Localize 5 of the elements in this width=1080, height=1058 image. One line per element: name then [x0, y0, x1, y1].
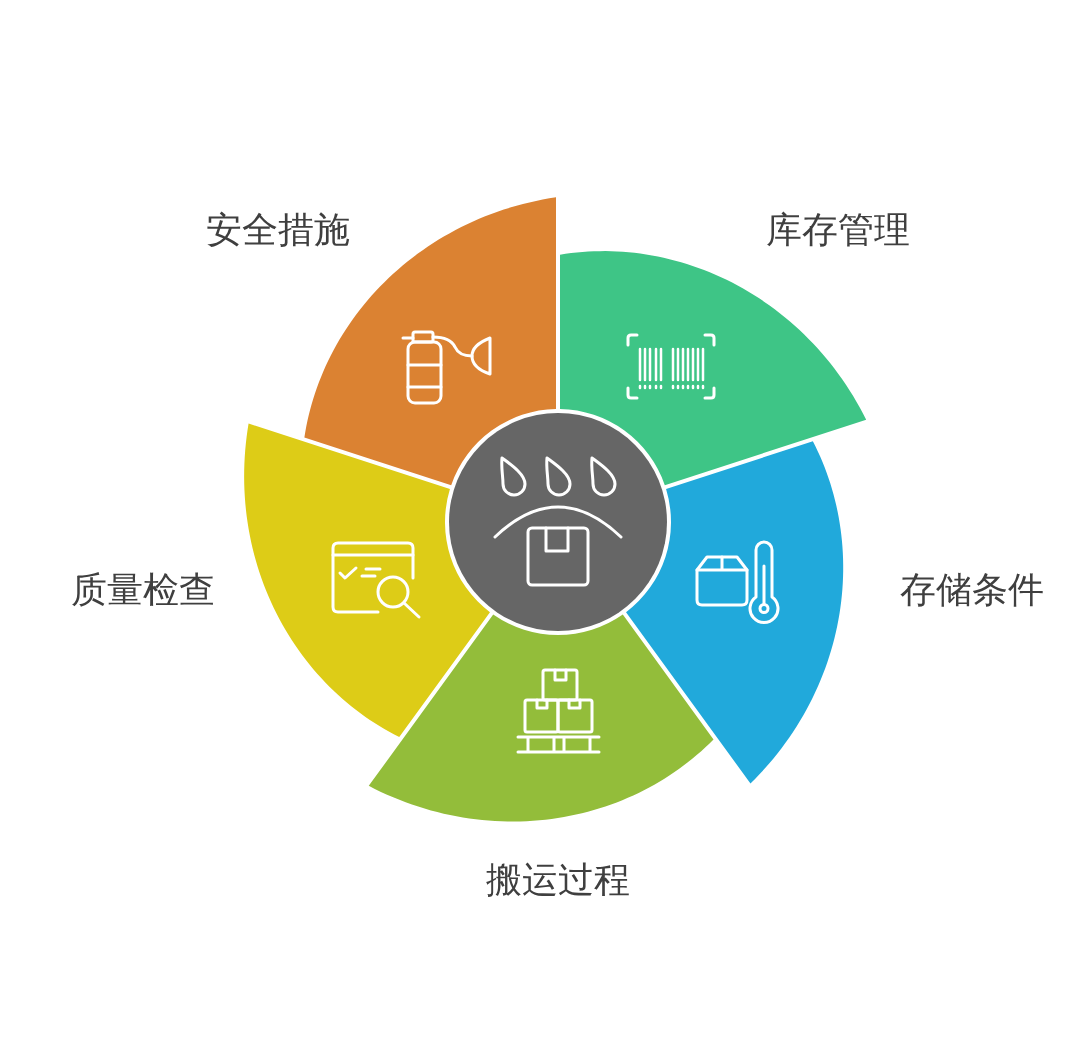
segment-label: 搬运过程 — [486, 858, 630, 902]
segment-label: 库存管理 — [766, 208, 910, 252]
segment-label: 安全措施 — [206, 208, 350, 252]
segment-label: 存储条件 — [900, 568, 1044, 612]
segment-label: 质量检查 — [71, 568, 215, 612]
